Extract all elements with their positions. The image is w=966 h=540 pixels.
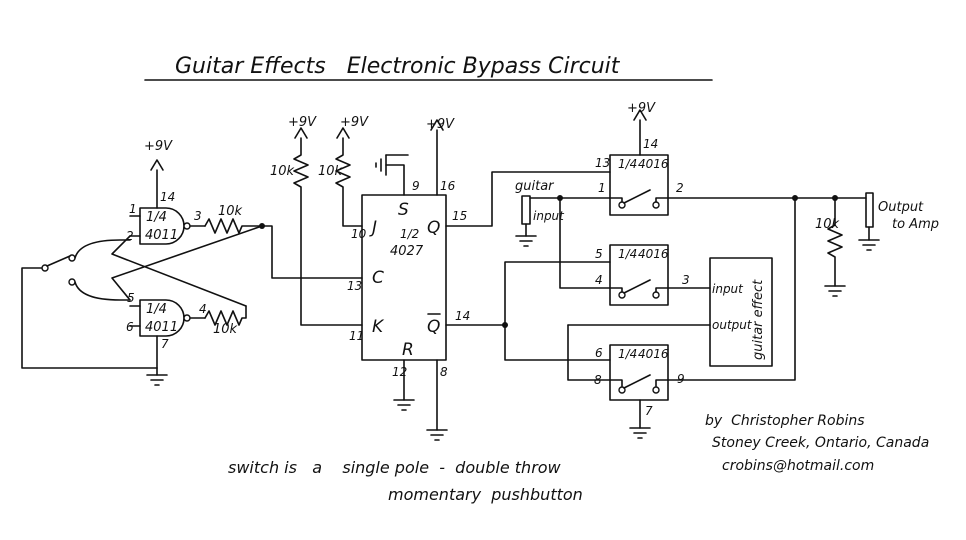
- sw1-fraction: 1/4: [618, 157, 637, 171]
- author-credit: by Christopher Robins Stoney Creek, Onta…: [705, 413, 929, 474]
- pin-label: 16: [440, 179, 456, 193]
- guitar-effect-box: input output guitar effect: [709, 257, 773, 367]
- analog-switch-2: 1/4 4016 5 4 3: [595, 244, 711, 306]
- pullup-resistors: +9V 10k +9V 10k: [270, 115, 369, 326]
- supply-label: +9V: [144, 139, 173, 154]
- guitar-input-jack: guitar input: [515, 179, 611, 289]
- resistor-label: 10k: [318, 164, 343, 179]
- analog-switch-1: 1/4 4016 13 1 2 +9V 14: [595, 101, 796, 216]
- nand-gate-bottom: 1/4 4011 5 6 7 4 10k: [126, 291, 247, 386]
- pin-label: 9: [677, 372, 685, 386]
- pin-label: 15: [452, 209, 467, 223]
- guitar-label: guitar: [515, 179, 555, 194]
- sw1-part: 4016: [638, 157, 669, 171]
- pin-label: 3: [194, 209, 202, 223]
- resistor-label: 10k: [218, 204, 243, 219]
- ff-c: C: [372, 268, 384, 288]
- analog-switch-3: 1/4 4016 6 8 9 7: [567, 197, 796, 439]
- pin-label: 13: [595, 156, 610, 170]
- ff-k: K: [372, 317, 385, 337]
- note-line-1: switch is a single pole - double throw: [228, 458, 562, 477]
- pin-label: 12: [392, 365, 407, 379]
- pin-label: 1: [129, 202, 137, 216]
- sw3-part: 4016: [638, 347, 669, 361]
- pin-label: 14: [160, 190, 175, 204]
- pin-label: 9: [412, 179, 420, 193]
- ff-s: S: [398, 200, 409, 220]
- sw3-fraction: 1/4: [618, 347, 637, 361]
- pin-label: 4: [199, 302, 207, 316]
- pin-label: 14: [643, 137, 658, 151]
- nand-bot-part: 4011: [145, 320, 178, 335]
- pin-label: 13: [347, 279, 362, 293]
- pin-label: 3: [682, 273, 690, 287]
- effect-output-label: output: [712, 318, 753, 332]
- flipflop-4027: J C K S R Q Q 1/2 4027 10 13 11 9 +9V 16…: [347, 117, 611, 441]
- pin-label: 8: [440, 365, 448, 379]
- pin-label: 7: [645, 404, 653, 418]
- pin-label: 5: [595, 247, 603, 261]
- pin-label: 7: [161, 337, 169, 351]
- switch-note: switch is a single pole - double throw m…: [228, 458, 583, 504]
- pin-label: 5: [127, 291, 135, 305]
- effect-input-label: input: [712, 282, 744, 296]
- nand-top-part: 4011: [145, 228, 178, 243]
- effect-label: guitar effect: [751, 279, 766, 360]
- nand-bot-fraction: 1/4: [146, 302, 167, 317]
- note-line-2: momentary pushbutton: [388, 485, 583, 504]
- pin-label: 1: [598, 181, 606, 195]
- nand-gate-top: 1/4 4011 1 2 +9V 14 3 10k: [126, 139, 263, 245]
- pin-label: 11: [349, 329, 364, 343]
- nand-top-fraction: 1/4: [146, 210, 167, 225]
- pin-label: 10: [351, 227, 367, 241]
- credit-place: Stoney Creek, Ontario, Canada: [712, 435, 929, 451]
- sw2-part: 4016: [638, 247, 669, 261]
- pushbutton-switch: [21, 239, 158, 369]
- pin-label: 14: [455, 309, 470, 323]
- input-label: input: [533, 209, 565, 223]
- ff-part: 4027: [390, 244, 424, 259]
- ff-q: Q: [427, 218, 440, 238]
- pin-label: 6: [595, 346, 603, 360]
- credit-name: by Christopher Robins: [705, 413, 865, 429]
- credit-email: crobins@hotmail.com: [722, 458, 874, 474]
- supply-label: +9V: [340, 115, 369, 130]
- ff-r: R: [402, 340, 414, 360]
- resistor-label: 10k: [815, 217, 840, 232]
- ff-j: J: [369, 218, 377, 238]
- ff-qbar: Q: [427, 317, 440, 337]
- pin-label: 2: [676, 181, 684, 195]
- ff-fraction: 1/2: [400, 227, 419, 241]
- sw2-fraction: 1/4: [618, 247, 637, 261]
- supply-label: +9V: [627, 101, 656, 116]
- supply-label: +9V: [426, 117, 455, 132]
- resistor-label: 10k: [213, 322, 238, 337]
- schematic-title: Guitar Effects Electronic Bypass Circuit: [175, 54, 621, 79]
- pin-label: 6: [126, 320, 134, 334]
- resistor-label: 10k: [270, 164, 295, 179]
- pin-label: 4: [595, 273, 603, 287]
- supply-label: +9V: [288, 115, 317, 130]
